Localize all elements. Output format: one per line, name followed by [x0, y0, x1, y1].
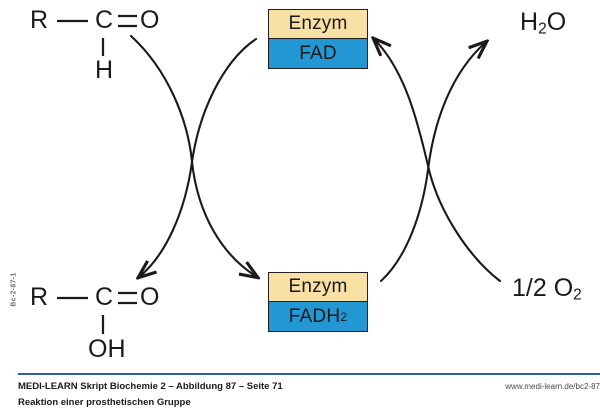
cofactor-label-fad: FAD: [269, 39, 367, 68]
water-subscript: 2: [538, 20, 547, 38]
footer-url[interactable]: www.medi-learn.de/bc2-87: [505, 382, 600, 391]
acid-bonds: [57, 291, 137, 334]
arrow-oxygen-to-fad: [374, 39, 502, 283]
footer: MEDI-LEARN Skript Biochemie 2 – Abbildun…: [18, 379, 600, 413]
figure-side-code: Bc-2-87-1: [10, 272, 18, 307]
aldehyde-atom-h: H: [95, 56, 114, 84]
acid-atom-r: R: [30, 283, 49, 311]
acid-atom-c: C: [95, 283, 114, 311]
arrow-enzyme-to-product: [139, 37, 258, 277]
water-base: H: [520, 8, 539, 36]
footer-subtitle: Reaktion einer prosthetischen Gruppe: [18, 397, 191, 408]
cofactor-fadh2-subscript: 2: [340, 309, 348, 324]
footer-title: MEDI-LEARN Skript Biochemie 2 – Abbildun…: [18, 381, 283, 392]
oxygen-subscript: 2: [573, 286, 582, 304]
cofactor-fad-base: FAD: [299, 42, 337, 64]
water-tail: O: [546, 8, 567, 36]
acid-group-oh: OH: [88, 335, 126, 363]
aldehyde-atom-c: C: [95, 6, 114, 34]
enzyme-label-top: Enzym: [269, 10, 367, 39]
oxygen-prefix: 1/2 O: [512, 274, 574, 302]
arrow-substrate-to-enzyme: [129, 34, 257, 277]
species-water: H2O: [520, 10, 566, 37]
aldehyde-atom-o: O: [140, 6, 160, 34]
acid-atom-o: O: [140, 283, 160, 311]
arrow-fadh2-to-water: [379, 42, 486, 283]
aldehyde-bonds: [57, 14, 137, 56]
species-oxygen: 1/2 O2: [512, 276, 582, 303]
enzyme-label-bottom: Enzym: [269, 273, 367, 302]
footer-divider: [18, 373, 600, 375]
enzyme-fad-box: Enzym FAD: [268, 9, 368, 69]
cofactor-fadh2-base: FADH: [288, 305, 341, 327]
right-reaction-arrows: [374, 39, 502, 283]
aldehyde-atom-r: R: [30, 6, 49, 34]
left-reaction-arrows: [129, 34, 258, 277]
